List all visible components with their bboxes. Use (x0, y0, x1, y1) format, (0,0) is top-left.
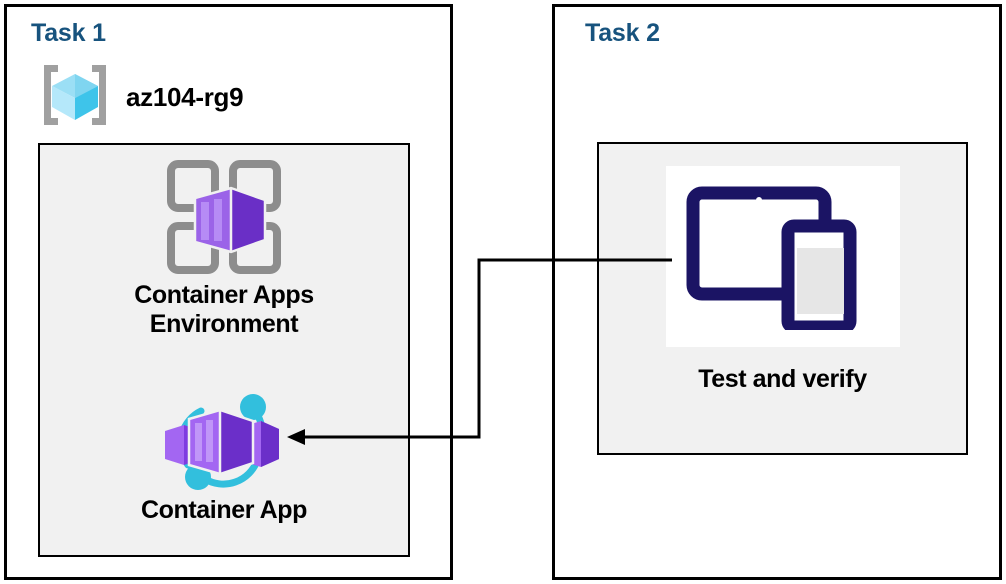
node-test-and-verify[interactable]: Test and verify (599, 166, 966, 394)
azure-resource-group-icon (36, 62, 114, 133)
task-2-title: Task 2 (585, 19, 660, 47)
container-app-label: Container App (140, 496, 308, 524)
container-app-icon (157, 389, 291, 496)
node-container-apps-environment[interactable]: Container Apps Environment (40, 158, 408, 338)
container-apps-environment-label: Container Apps Environment (134, 281, 314, 338)
node-container-app[interactable]: Container App (40, 389, 408, 525)
devices-icon (685, 178, 881, 335)
test-and-verify-label: Test and verify (698, 365, 867, 393)
task-2-inner-panel: Test and verify (597, 142, 968, 455)
resource-group-name: az104-rg9 (126, 82, 244, 112)
task-1-inner-panel: Container Apps Environment (38, 143, 410, 557)
test-label-wrap: Test and verify (698, 365, 867, 394)
container-apps-environment-icon (165, 158, 283, 281)
task-1-title: Task 1 (31, 19, 106, 47)
resource-group-row: az104-rg9 (36, 62, 244, 133)
test-icon-background (665, 166, 900, 347)
